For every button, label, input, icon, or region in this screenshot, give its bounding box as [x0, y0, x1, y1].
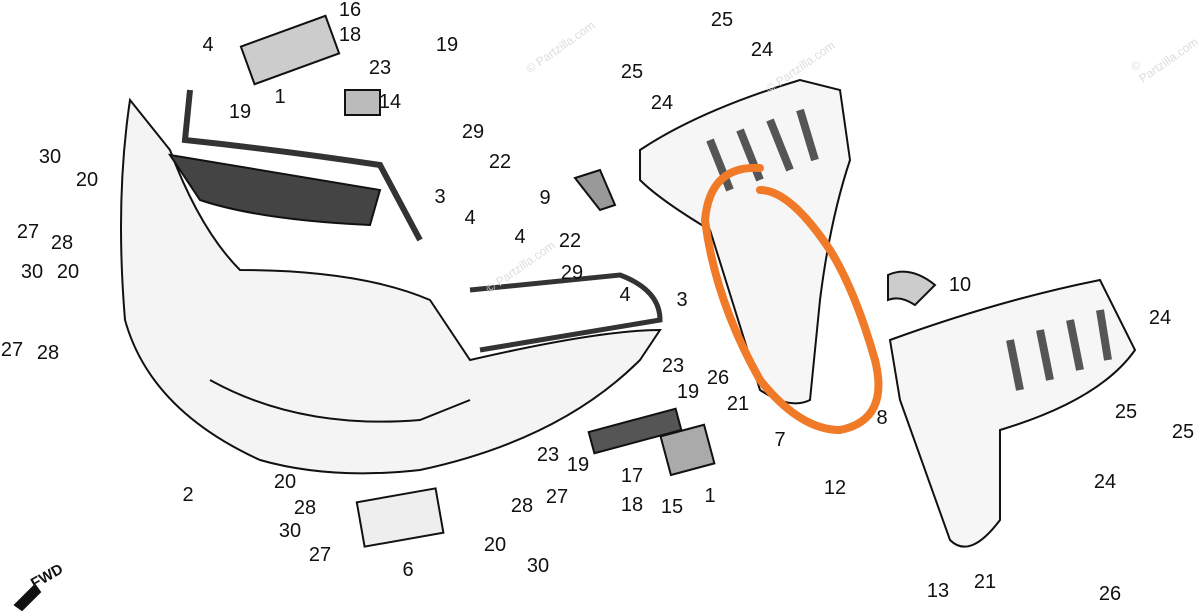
lower-trim	[469, 272, 663, 353]
part-label: 28	[36, 342, 60, 364]
part-label: 30	[20, 261, 44, 283]
part-label: 30	[38, 146, 62, 168]
part-label: 14	[378, 91, 402, 113]
part-label: 27	[16, 221, 40, 243]
part-label: 27	[0, 339, 24, 361]
part-label: 25	[620, 61, 644, 83]
front-fairing-part	[120, 97, 662, 475]
part-label: 23	[661, 355, 685, 377]
part-label: 12	[823, 477, 847, 499]
part-label: 8	[876, 407, 888, 429]
part-label: 4	[619, 284, 631, 306]
left-side-panel	[639, 78, 852, 405]
part-label: 25	[710, 9, 734, 31]
part-label: 22	[558, 230, 582, 252]
part-label: 24	[1093, 471, 1117, 493]
left-panel-vents	[706, 108, 819, 192]
part-label: 2	[182, 484, 194, 506]
part-label: 18	[338, 24, 362, 46]
bracket-part-14	[344, 89, 381, 116]
part-label: 30	[526, 555, 550, 577]
part-label: 26	[1098, 583, 1122, 605]
part-label: 25	[1114, 401, 1138, 423]
part-label: 4	[464, 207, 476, 229]
part-label: 19	[228, 101, 252, 123]
part-label: 21	[973, 571, 997, 593]
fwd-arrow-icon	[13, 583, 42, 612]
part-label: 29	[461, 121, 485, 143]
windscreen-opening	[167, 153, 382, 227]
part-label: 15	[660, 496, 684, 518]
emblem-part	[587, 407, 683, 455]
part-label: 26	[706, 367, 730, 389]
part-label: 20	[273, 471, 297, 493]
part-label: 17	[620, 465, 644, 487]
part-label: 4	[202, 34, 214, 56]
part-label: 3	[434, 186, 446, 208]
part-label: 13	[926, 580, 950, 602]
part-label: 16	[338, 0, 362, 21]
part-label: 20	[75, 169, 99, 191]
windscreen-trim	[181, 89, 423, 242]
highlight-circle	[700, 163, 883, 435]
part-label: 28	[510, 495, 534, 517]
bracket-part-9	[573, 168, 617, 212]
part-label: 25	[1171, 421, 1195, 443]
part-label: 21	[726, 393, 750, 415]
part-label: 28	[293, 497, 317, 519]
part-label: 7	[774, 429, 786, 451]
part-label: 6	[402, 559, 414, 581]
part-label: 22	[488, 151, 512, 173]
part-label: 24	[750, 39, 774, 61]
part-label: 1	[274, 86, 286, 108]
part-label: 29	[560, 262, 584, 284]
part-label: 24	[650, 92, 674, 114]
part-label: 3	[676, 289, 688, 311]
part-label: 19	[435, 34, 459, 56]
lower-fairing-section	[209, 379, 471, 423]
part-label: 18	[620, 494, 644, 516]
right-panel-vents	[1006, 309, 1112, 391]
part-label: 24	[1148, 307, 1172, 329]
part-label: 19	[566, 454, 590, 476]
part-label: 10	[948, 274, 972, 296]
part-label: 30	[278, 520, 302, 542]
part-label: 9	[539, 187, 551, 209]
plate-part-16	[239, 14, 341, 86]
part-label: 23	[536, 444, 560, 466]
part-label: 27	[308, 544, 332, 566]
part-label: 27	[545, 486, 569, 508]
part-label: 1	[704, 485, 716, 507]
part-label: 20	[483, 534, 507, 556]
part-label: 19	[676, 381, 700, 403]
part-label: 28	[50, 232, 74, 254]
part-label: 23	[368, 57, 392, 79]
part-label: 20	[56, 261, 80, 283]
hose-part-10	[887, 270, 937, 307]
grille-part-6	[355, 487, 445, 548]
plate-part	[659, 423, 716, 477]
part-label: 4	[514, 226, 526, 248]
